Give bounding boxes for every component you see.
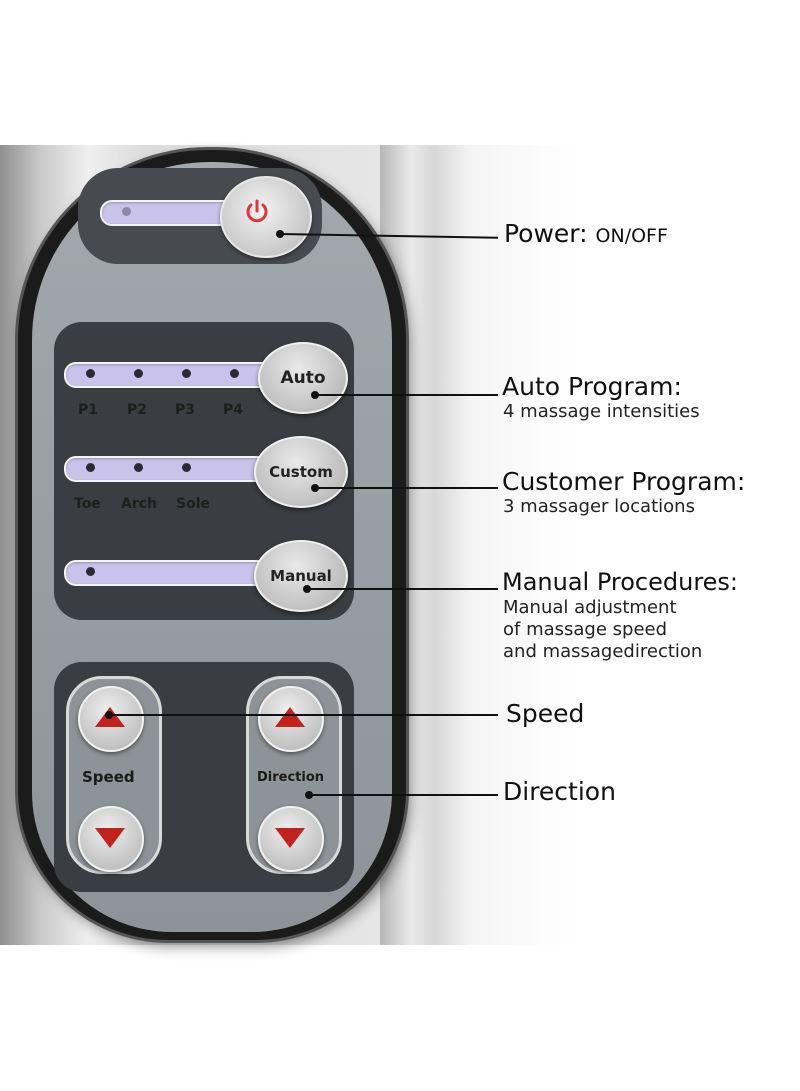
auto-led-p3 <box>182 369 191 378</box>
custom-callout-title: Customer Program: <box>502 467 746 496</box>
custom-led-sole <box>182 463 191 472</box>
manual-indicator-track <box>64 560 288 586</box>
custom-led-arch <box>134 463 143 472</box>
custom-led-toe <box>86 463 95 472</box>
direction-callout-title: Direction <box>503 777 616 806</box>
auto-mode-label-p3: P3 <box>175 402 196 418</box>
auto-led-p4 <box>230 369 239 378</box>
manual-callout-detail-line-2: of massage speed <box>503 619 668 640</box>
speed-leader-line <box>109 714 498 716</box>
power-callout-detail: ON/OFF <box>595 225 668 247</box>
auto-button[interactable]: Auto <box>258 342 348 414</box>
manual-button[interactable]: Manual <box>254 540 348 612</box>
direction-label: Direction <box>257 770 325 785</box>
manual-callout-title: Manual Procedures: <box>502 568 739 596</box>
manual-callout-detail-line-3: and massagedirection <box>503 641 703 662</box>
manual-leader-line <box>307 588 498 590</box>
power-callout-title: Power: <box>504 219 588 248</box>
speed-down-arrow-icon <box>95 828 125 848</box>
custom-zone-label-toe: Toe <box>74 496 101 512</box>
manual-led <box>86 567 95 576</box>
custom-zone-label-sole: Sole <box>176 496 210 512</box>
speed-callout-title: Speed <box>506 699 585 728</box>
direction-down-arrow-icon <box>275 828 305 848</box>
auto-led-p2 <box>134 369 143 378</box>
custom-indicator-track <box>64 456 288 482</box>
auto-mode-label-p2: P2 <box>127 402 148 418</box>
direction-leader-line <box>309 794 498 796</box>
custom-callout-detail: 3 massager locations <box>503 496 695 517</box>
manual-callout-detail-line-1: Manual adjustment <box>503 597 677 618</box>
auto-leader-line <box>315 394 498 396</box>
auto-callout-detail: 4 massage intensities <box>503 401 700 422</box>
auto-callout-title: Auto Program: <box>502 372 682 401</box>
custom-leader-line <box>315 487 498 489</box>
power-led <box>122 207 131 216</box>
auto-indicator-track <box>64 362 288 388</box>
auto-mode-label-p1: P1 <box>78 402 99 418</box>
auto-mode-label-p4: P4 <box>223 402 244 418</box>
power-icon <box>246 199 268 223</box>
speed-label: Speed <box>82 768 135 786</box>
custom-zone-label-arch: Arch <box>121 496 158 512</box>
direction-up-arrow-icon <box>275 707 305 727</box>
power-callout: Power: ON/OFF <box>504 219 668 248</box>
custom-button[interactable]: Custom <box>254 436 348 508</box>
auto-led-p1 <box>86 369 95 378</box>
